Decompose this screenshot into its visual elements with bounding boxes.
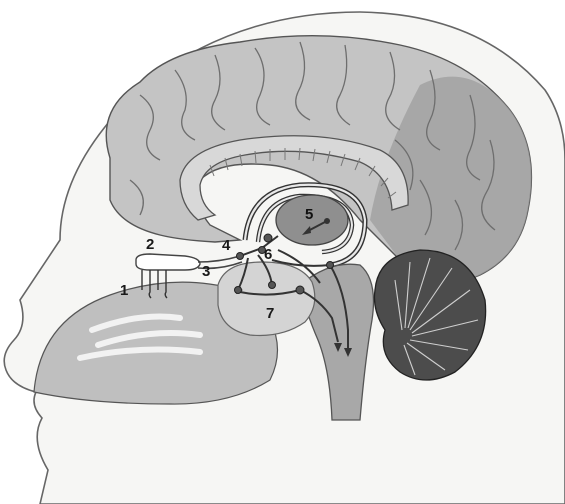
label-1: 1 [120,282,128,299]
thalamus-node [324,218,330,224]
label-4: 4 [222,237,231,254]
label-7: 7 [266,305,274,322]
label-5: 5 [305,206,313,223]
label-3: 3 [202,263,210,280]
hypothalamic-region [218,262,315,335]
label-2: 2 [146,236,154,253]
olfactory-bulb [136,254,200,270]
label-6: 6 [264,246,272,263]
